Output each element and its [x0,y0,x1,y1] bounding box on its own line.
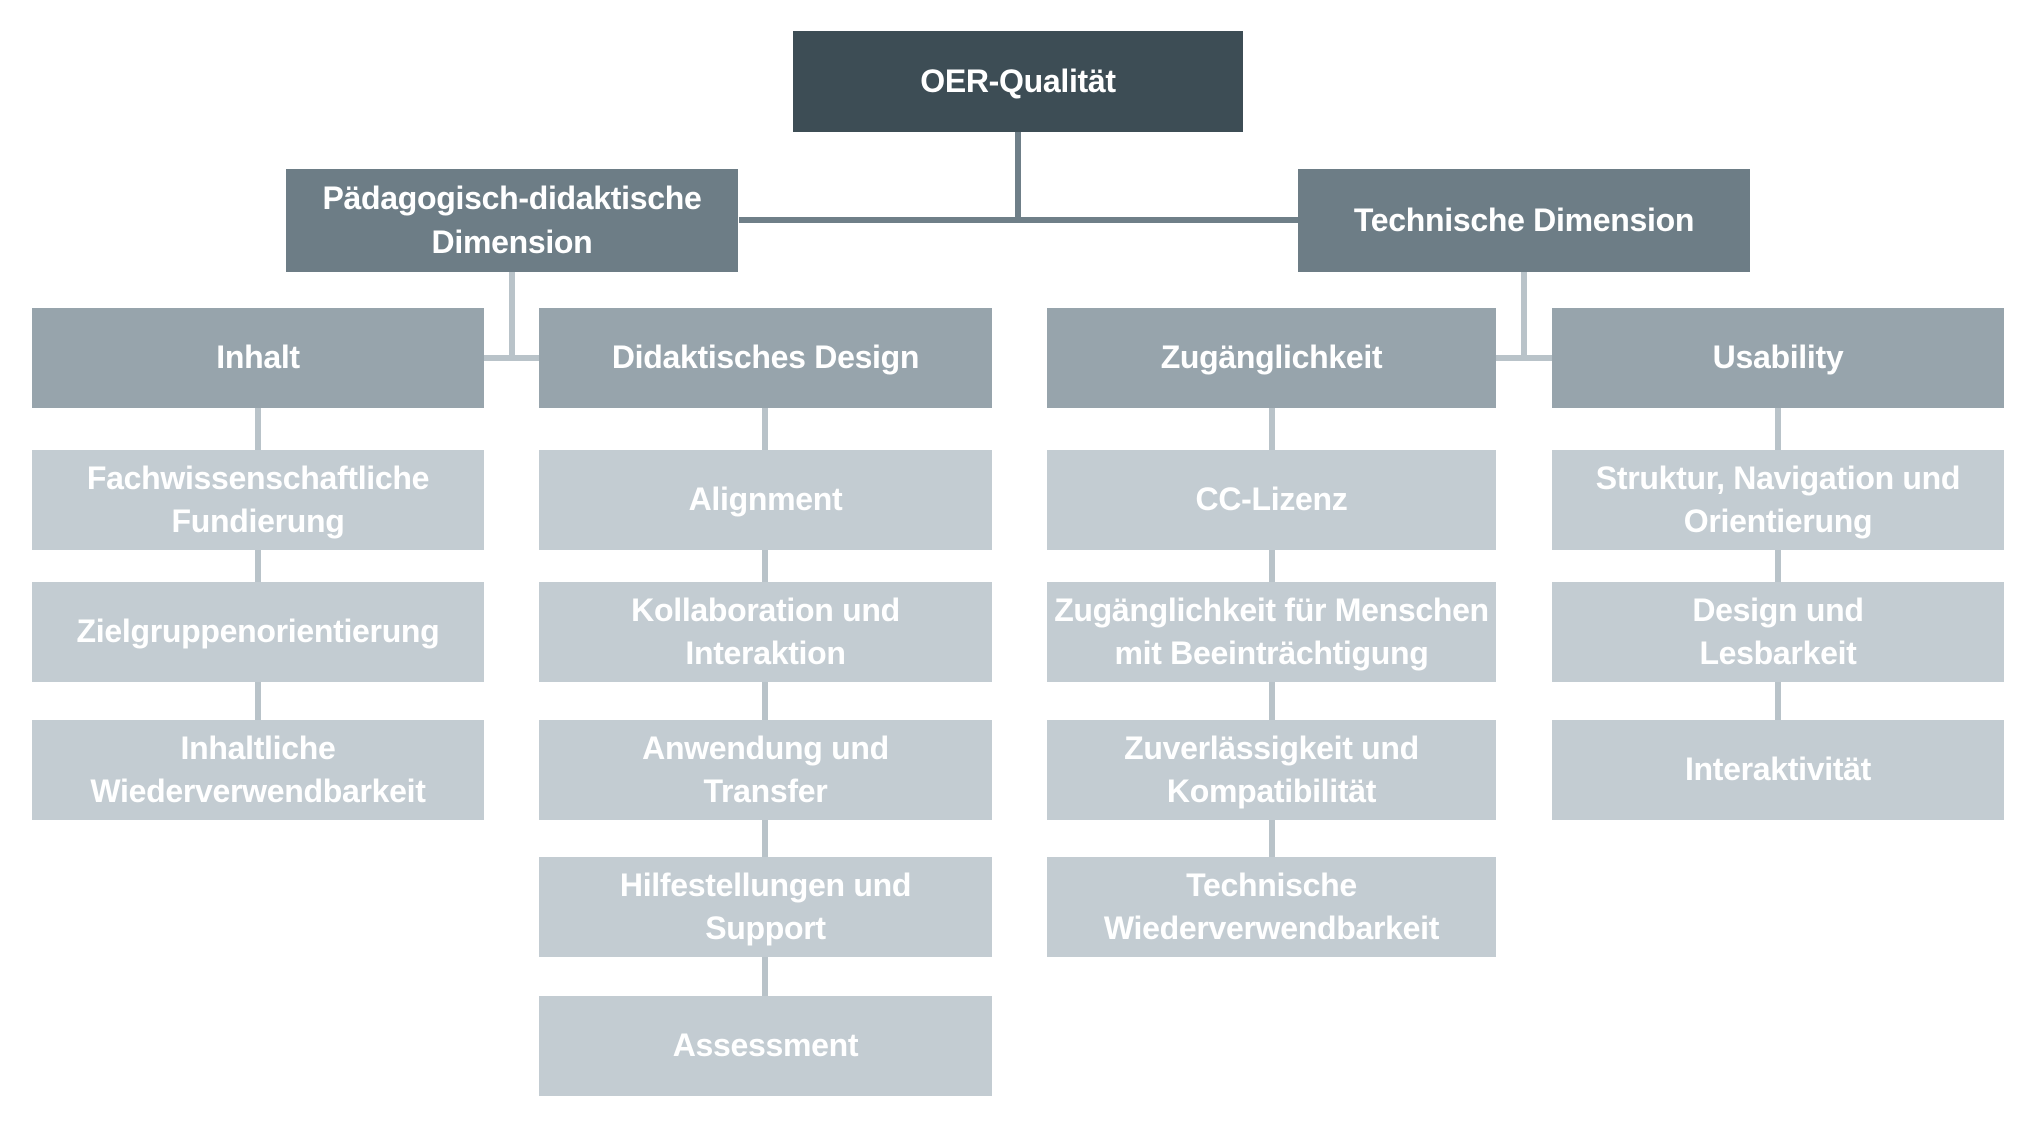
node-item-fachwissenschaftliche-fundierung: Fachwissenschaftliche Fundierung [32,450,484,550]
node-category-usability: Usability [1552,308,2004,408]
node-item-anwendung-und-transfer: Anwendung und Transfer [539,720,992,820]
connector-paedagogisch-crossbar [484,355,539,361]
node-dimension-paedagogisch-didaktisch: Pädagogisch-didaktische Dimension [286,169,738,272]
node-item-inhaltliche-wiederverwendbarkeit: Inhaltliche Wiederverwendbarkeit [32,720,484,820]
node-item-zuverlaessigkeit-und-kompatibilitaet: Zuverlässigkeit und Kompatibilität [1047,720,1496,820]
connector-didaktisches-design-5 [762,957,768,996]
node-item-struktur-navigation-orientierung: Struktur, Navigation und Orientierung [1552,450,2004,550]
connector-usability-1 [1775,408,1781,450]
node-category-zugaenglichkeit: Zugänglichkeit [1047,308,1496,408]
connector-root-drop [1015,132,1021,222]
connector-zugaenglichkeit-1 [1269,408,1275,450]
connector-didaktisches-design-3 [762,682,768,720]
connector-usability-2 [1775,550,1781,582]
connector-zugaenglichkeit-2 [1269,550,1275,582]
connector-inhalt-3 [255,682,261,720]
node-item-zugaenglichkeit-fuer-menschen: Zugänglichkeit für Menschen mit Beeinträ… [1047,582,1496,682]
connector-inhalt-2 [255,550,261,582]
node-item-technische-wiederverwendbarkeit: Technische Wiederverwendbarkeit [1047,857,1496,957]
node-item-assessment: Assessment [539,996,992,1096]
connector-inhalt-1 [255,408,261,450]
connector-technisch-crossbar [1496,355,1552,361]
connector-zugaenglichkeit-4 [1269,820,1275,857]
node-item-design-und-lesbarkeit: Design und Lesbarkeit [1552,582,2004,682]
connector-zugaenglichkeit-3 [1269,682,1275,720]
connector-didaktisches-design-4 [762,820,768,857]
node-oer-qualitaet: OER-Qualität [793,31,1243,132]
node-item-hilfestellungen-und-support: Hilfestellungen und Support [539,857,992,957]
connector-didaktisches-design-2 [762,550,768,582]
node-item-interaktivitaet: Interaktivität [1552,720,2004,820]
node-item-alignment: Alignment [539,450,992,550]
connector-root-crossbar [739,217,1298,223]
node-dimension-technisch: Technische Dimension [1298,169,1750,272]
connector-technisch-drop [1521,272,1527,361]
connector-usability-3 [1775,682,1781,720]
node-category-didaktisches-design: Didaktisches Design [539,308,992,408]
node-item-zielgruppenorientierung: Zielgruppenorientierung [32,582,484,682]
node-item-cc-lizenz: CC-Lizenz [1047,450,1496,550]
connector-didaktisches-design-1 [762,408,768,450]
node-item-kollaboration-und-interaktion: Kollaboration und Interaktion [539,582,992,682]
node-category-inhalt: Inhalt [32,308,484,408]
connector-paedagogisch-drop [509,272,515,361]
